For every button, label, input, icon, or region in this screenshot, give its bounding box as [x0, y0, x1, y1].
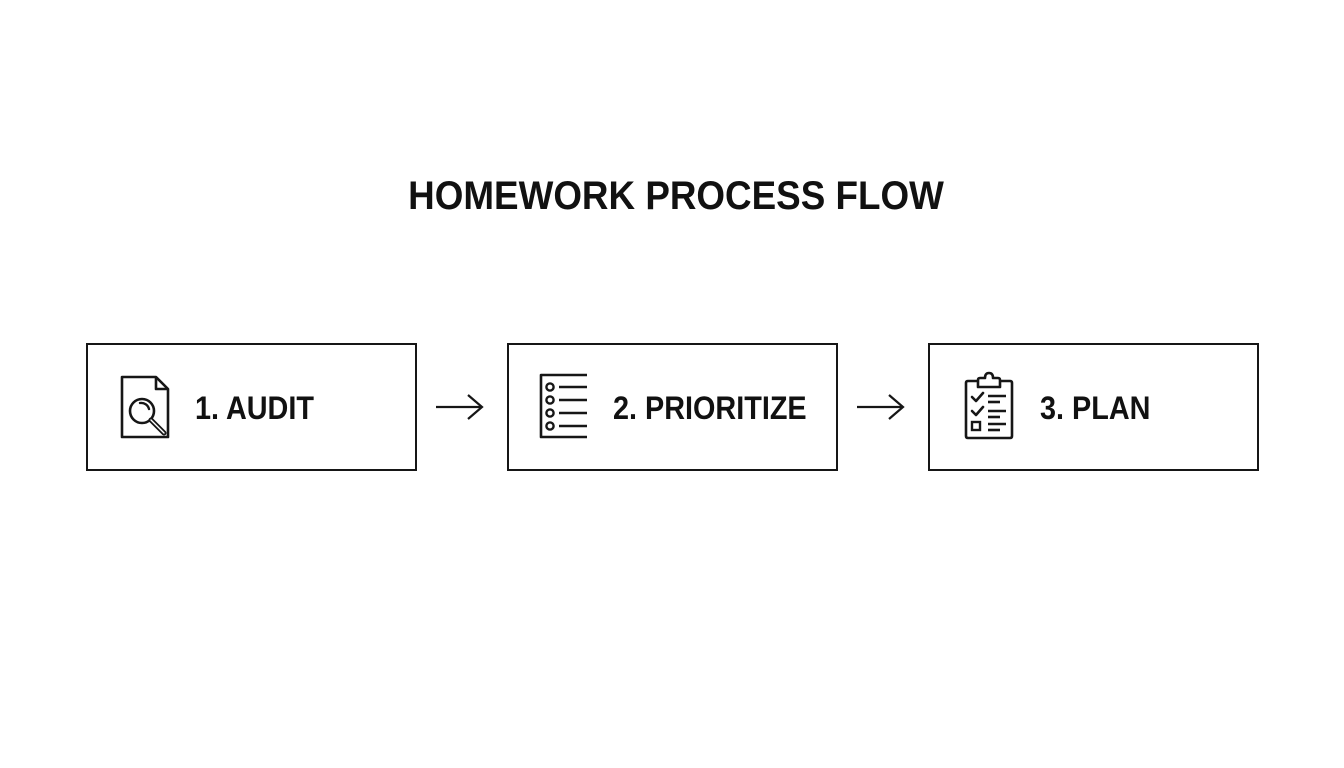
- step-prioritize: 2. PRIORITIZE: [507, 343, 838, 471]
- clipboard-checklist-icon: [964, 371, 1014, 440]
- arrow-right-icon: [857, 394, 905, 420]
- step-label: 1. AUDIT: [195, 390, 314, 426]
- step-audit: 1. AUDIT: [86, 343, 417, 471]
- arrow-right-icon: [436, 394, 484, 420]
- list-icon: [539, 373, 587, 439]
- step-label: 3. PLAN: [1040, 390, 1151, 426]
- step-plan: 3. PLAN: [928, 343, 1259, 471]
- diagram-title: HOMEWORK PROCESS FLOW: [408, 174, 944, 218]
- document-search-icon: [120, 375, 170, 439]
- step-label: 2. PRIORITIZE: [613, 390, 807, 426]
